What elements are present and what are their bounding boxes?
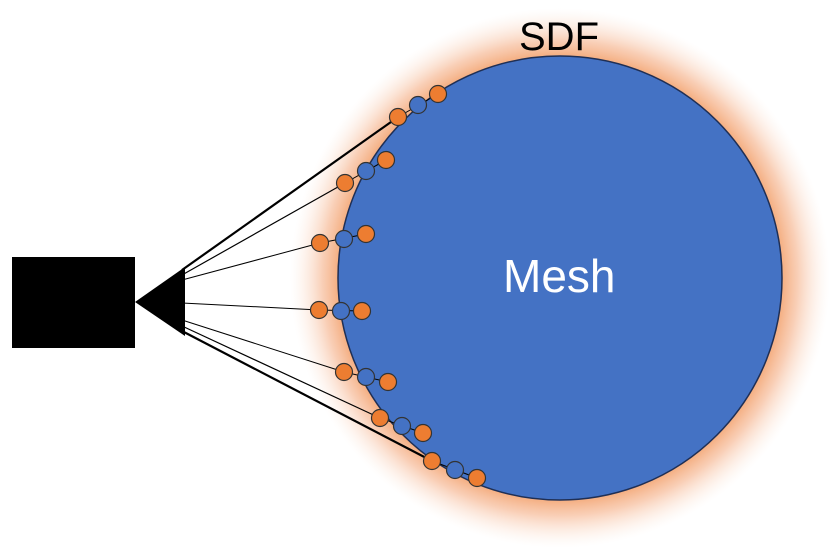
ray-4 (181, 302, 320, 311)
sample-inside-point (352, 301, 372, 321)
mesh-sphere (337, 55, 783, 501)
sample-inside-point (428, 84, 448, 104)
sample-outside-point (309, 300, 329, 320)
ray-3 (181, 242, 321, 281)
ray-2 (181, 182, 346, 276)
sample-surface-point (331, 301, 351, 321)
camera-body (12, 257, 135, 348)
sample-inside-point (378, 372, 398, 392)
sample-inside-point (413, 423, 433, 443)
sample-surface-point (392, 416, 412, 436)
sample-outside-point (370, 408, 390, 428)
sample-points (309, 84, 487, 488)
sample-inside-point (376, 150, 396, 170)
camera-icon (12, 257, 185, 348)
sample-inside-point (467, 468, 487, 488)
camera-lens (135, 267, 185, 336)
ray-6 (181, 325, 381, 419)
sample-outside-point (422, 451, 442, 471)
sample-outside-point (335, 173, 355, 193)
sdf-label: SDF (519, 15, 599, 59)
sample-surface-point (334, 229, 354, 249)
mesh-label: Mesh (503, 250, 615, 302)
sample-surface-point (445, 460, 465, 480)
sample-outside-point (334, 362, 354, 382)
ray-1 (181, 116, 399, 271)
sample-outside-point (310, 233, 330, 253)
rays (181, 116, 433, 462)
sample-outside-point (388, 107, 408, 127)
ray-7 (181, 330, 433, 462)
sample-surface-point (356, 367, 376, 387)
sample-surface-point (408, 95, 428, 115)
sample-surface-point (356, 161, 376, 181)
ray-5 (181, 319, 345, 373)
sample-inside-point (356, 224, 376, 244)
